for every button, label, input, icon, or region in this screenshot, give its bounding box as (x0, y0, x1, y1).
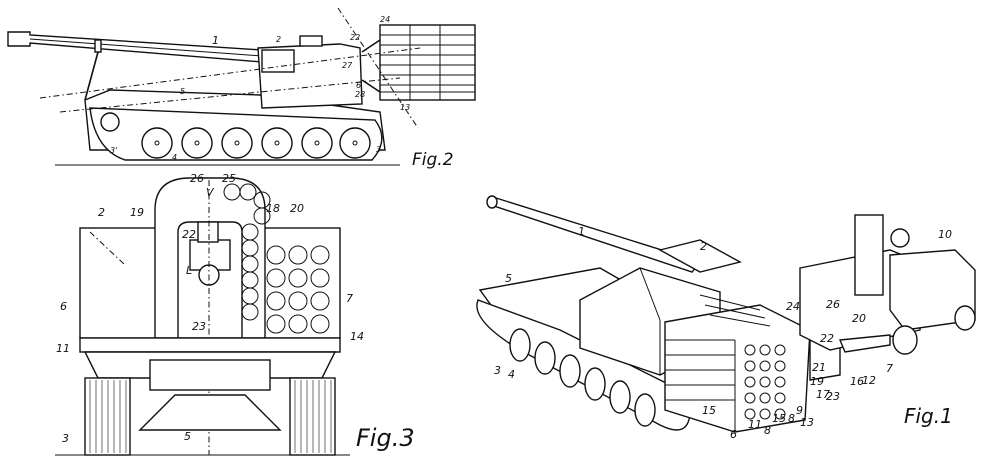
fig1-ref-24: 24 (786, 300, 800, 313)
fig3-conveyor (223, 183, 271, 321)
fig3-ref-19: 19 (130, 206, 144, 219)
fig1-ref-6: 6 (730, 428, 737, 441)
fig1-ref-26: 26 (826, 298, 840, 311)
fig2-road-wheel (221, 127, 253, 159)
fig3-right-track (289, 377, 336, 456)
fig2-road-wheels (100, 112, 371, 159)
fig2-ref-13: 13 (400, 103, 410, 112)
fig2-ref-2: 2 (276, 35, 281, 44)
fig1-ref-1: 1 (578, 225, 585, 238)
fig2-ref-3b: 3' (110, 146, 117, 155)
fig2-road-wheel (181, 127, 213, 159)
fig1-ref-23: 23 (826, 390, 840, 403)
fig2-ref-22: 22 (350, 33, 360, 42)
fig1-muzzle (486, 195, 498, 209)
fig2-label: Fig.2 (412, 150, 454, 170)
fig3-ref-6: 6 (60, 300, 67, 313)
fig3-ref-5: 5 (184, 430, 191, 443)
fig1-ref-5: 5 (505, 272, 512, 285)
fig2-ref-24: 24 (380, 15, 390, 24)
fig3-ref-20: 20 (290, 202, 304, 215)
fig3-ref-23: 23 (192, 320, 206, 333)
fig3-deck (79, 337, 341, 353)
fig1-ref-8: 8 (788, 412, 795, 425)
fig1-magazine (664, 294, 811, 433)
fig2-ref-28: 28 (355, 90, 365, 99)
fig1-ref-12: 12 (862, 374, 876, 387)
fig1-ref-11: 11 (748, 418, 762, 431)
fig3-ref-L: L (186, 264, 192, 277)
fig2-road-wheel (301, 127, 333, 159)
fig3-ref-V: V (206, 186, 215, 199)
fig1-forklift (838, 214, 976, 355)
fig3-ref-22: 22 (182, 228, 196, 241)
fig2-road-wheel (141, 127, 173, 159)
fig3-section-view: 26 V 25 18 20 2 19 22 L 6 7 23 14 11 3 5… (55, 172, 415, 456)
fig1-ref-4: 4 (508, 368, 515, 381)
fig1-ref-13: 13 (800, 416, 814, 429)
fig3-ref-7: 7 (346, 292, 353, 305)
fig2-travel-lock (84, 51, 99, 101)
fig1-label: Fig.1 (904, 404, 953, 428)
fig3-ref-11: 11 (56, 342, 70, 355)
fig1-ref-22: 22 (820, 332, 834, 345)
fig2-side-view: 1 2 5 3' 4 3 24 22 27 6 28 13 Fig.2 (7, 7, 476, 170)
fig2-idler-wheel (100, 112, 120, 132)
fig2-ref-6: 6 (356, 81, 361, 90)
fig3-transmission (149, 359, 271, 391)
fig2-ref-4: 4 (172, 153, 177, 162)
fig1-ref-17: 17 (816, 388, 830, 401)
fig2-ref-1: 1 (212, 34, 219, 47)
fig1-perspective-view: 1 2 5 3 4 10 24 26 20 22 7 21 19 12 16 1… (476, 195, 976, 441)
fig2-road-wheel (261, 127, 293, 159)
fig1-ref-2: 2 (700, 240, 707, 253)
fig3-ref-26: 26 (190, 172, 204, 185)
fig1-ref-15b: 15 (772, 412, 786, 425)
fig2-ref-5: 5 (180, 87, 185, 96)
fig1-ref-3: 3 (494, 364, 501, 377)
fig2-ref-3: 3 (376, 145, 381, 154)
fig1-ref-10: 10 (938, 228, 952, 241)
fig1-ref-21: 21 (812, 361, 826, 374)
fig3-ref-25: 25 (222, 172, 236, 185)
fig2-road-wheel (339, 127, 371, 159)
fig3-ref-14: 14 (350, 330, 364, 343)
fig1-gun-barrel (486, 197, 702, 273)
fig1-ref-20: 20 (852, 312, 866, 325)
fig2-ref-27: 27 (342, 61, 353, 70)
fig1-ref-8b: 8 (764, 424, 771, 437)
fig1-ref-9: 9 (796, 404, 803, 417)
fig3-magazine (266, 245, 330, 334)
fig1-ref-7: 7 (886, 362, 893, 375)
fig1-ref-16: 16 (850, 375, 864, 388)
fig3-ref-2: 2 (98, 206, 105, 219)
fig3-lower-body (138, 394, 282, 431)
fig1-ref-15: 15 (702, 404, 716, 417)
fig3-ref-18: 18 (266, 202, 280, 215)
fig3-left-track (84, 377, 131, 456)
fig2-mantlet (261, 49, 295, 73)
fig1-ref-19: 19 (810, 375, 824, 388)
fig1-side-box (658, 239, 742, 273)
fig1-road-wheels (509, 328, 656, 427)
fig3-ref-3: 3 (62, 432, 69, 445)
fig2-muzzle-ring (94, 39, 102, 53)
fig2-hatch (299, 35, 323, 47)
fig2-magazine (361, 24, 476, 101)
fig3-rammer-head (197, 221, 219, 243)
fig3-label: Fig.3 (356, 424, 415, 452)
